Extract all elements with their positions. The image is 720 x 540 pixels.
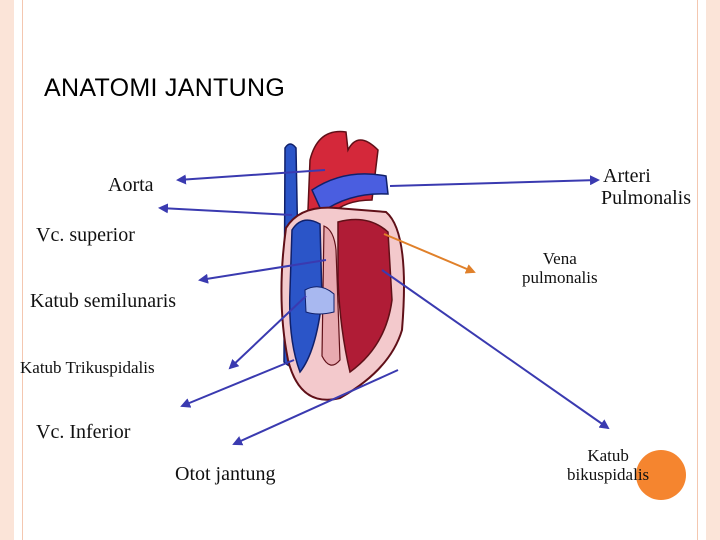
label-arteri-pulmonalis: Arteri Pulmonalis: [601, 165, 691, 209]
label-otot-jantung: Otot jantung: [175, 463, 276, 485]
pointer-arteri-pulmonalis: [390, 180, 598, 186]
label-katub-bikuspidalis: Katub bikuspidalis: [567, 447, 649, 484]
label-bikus-line2: bikuspidalis: [567, 466, 649, 485]
label-bikus-line1: Katub: [567, 447, 649, 466]
label-katub-trikuspidalis: Katub Trikuspidalis: [20, 359, 155, 378]
label-vena-pulmonalis: Vena pulmonalis: [522, 250, 598, 287]
pointer-aorta: [178, 170, 325, 180]
label-vc-inferior: Vc. Inferior: [36, 421, 130, 443]
label-arteri-line1: Arteri: [601, 165, 691, 187]
label-vena-line1: Vena: [522, 250, 598, 269]
label-katub-semilunaris: Katub semilunaris: [30, 290, 176, 312]
pointer-katub-bikuspidalis: [382, 270, 608, 428]
label-vc-superior: Vc. superior: [36, 224, 135, 246]
label-arteri-line2: Pulmonalis: [601, 187, 691, 209]
label-vena-line2: pulmonalis: [522, 269, 598, 288]
valve-region-shape: [305, 287, 334, 314]
pointer-vc-superior: [160, 208, 292, 215]
label-aorta: Aorta: [108, 174, 154, 196]
pointer-vc-inferior: [182, 360, 294, 406]
